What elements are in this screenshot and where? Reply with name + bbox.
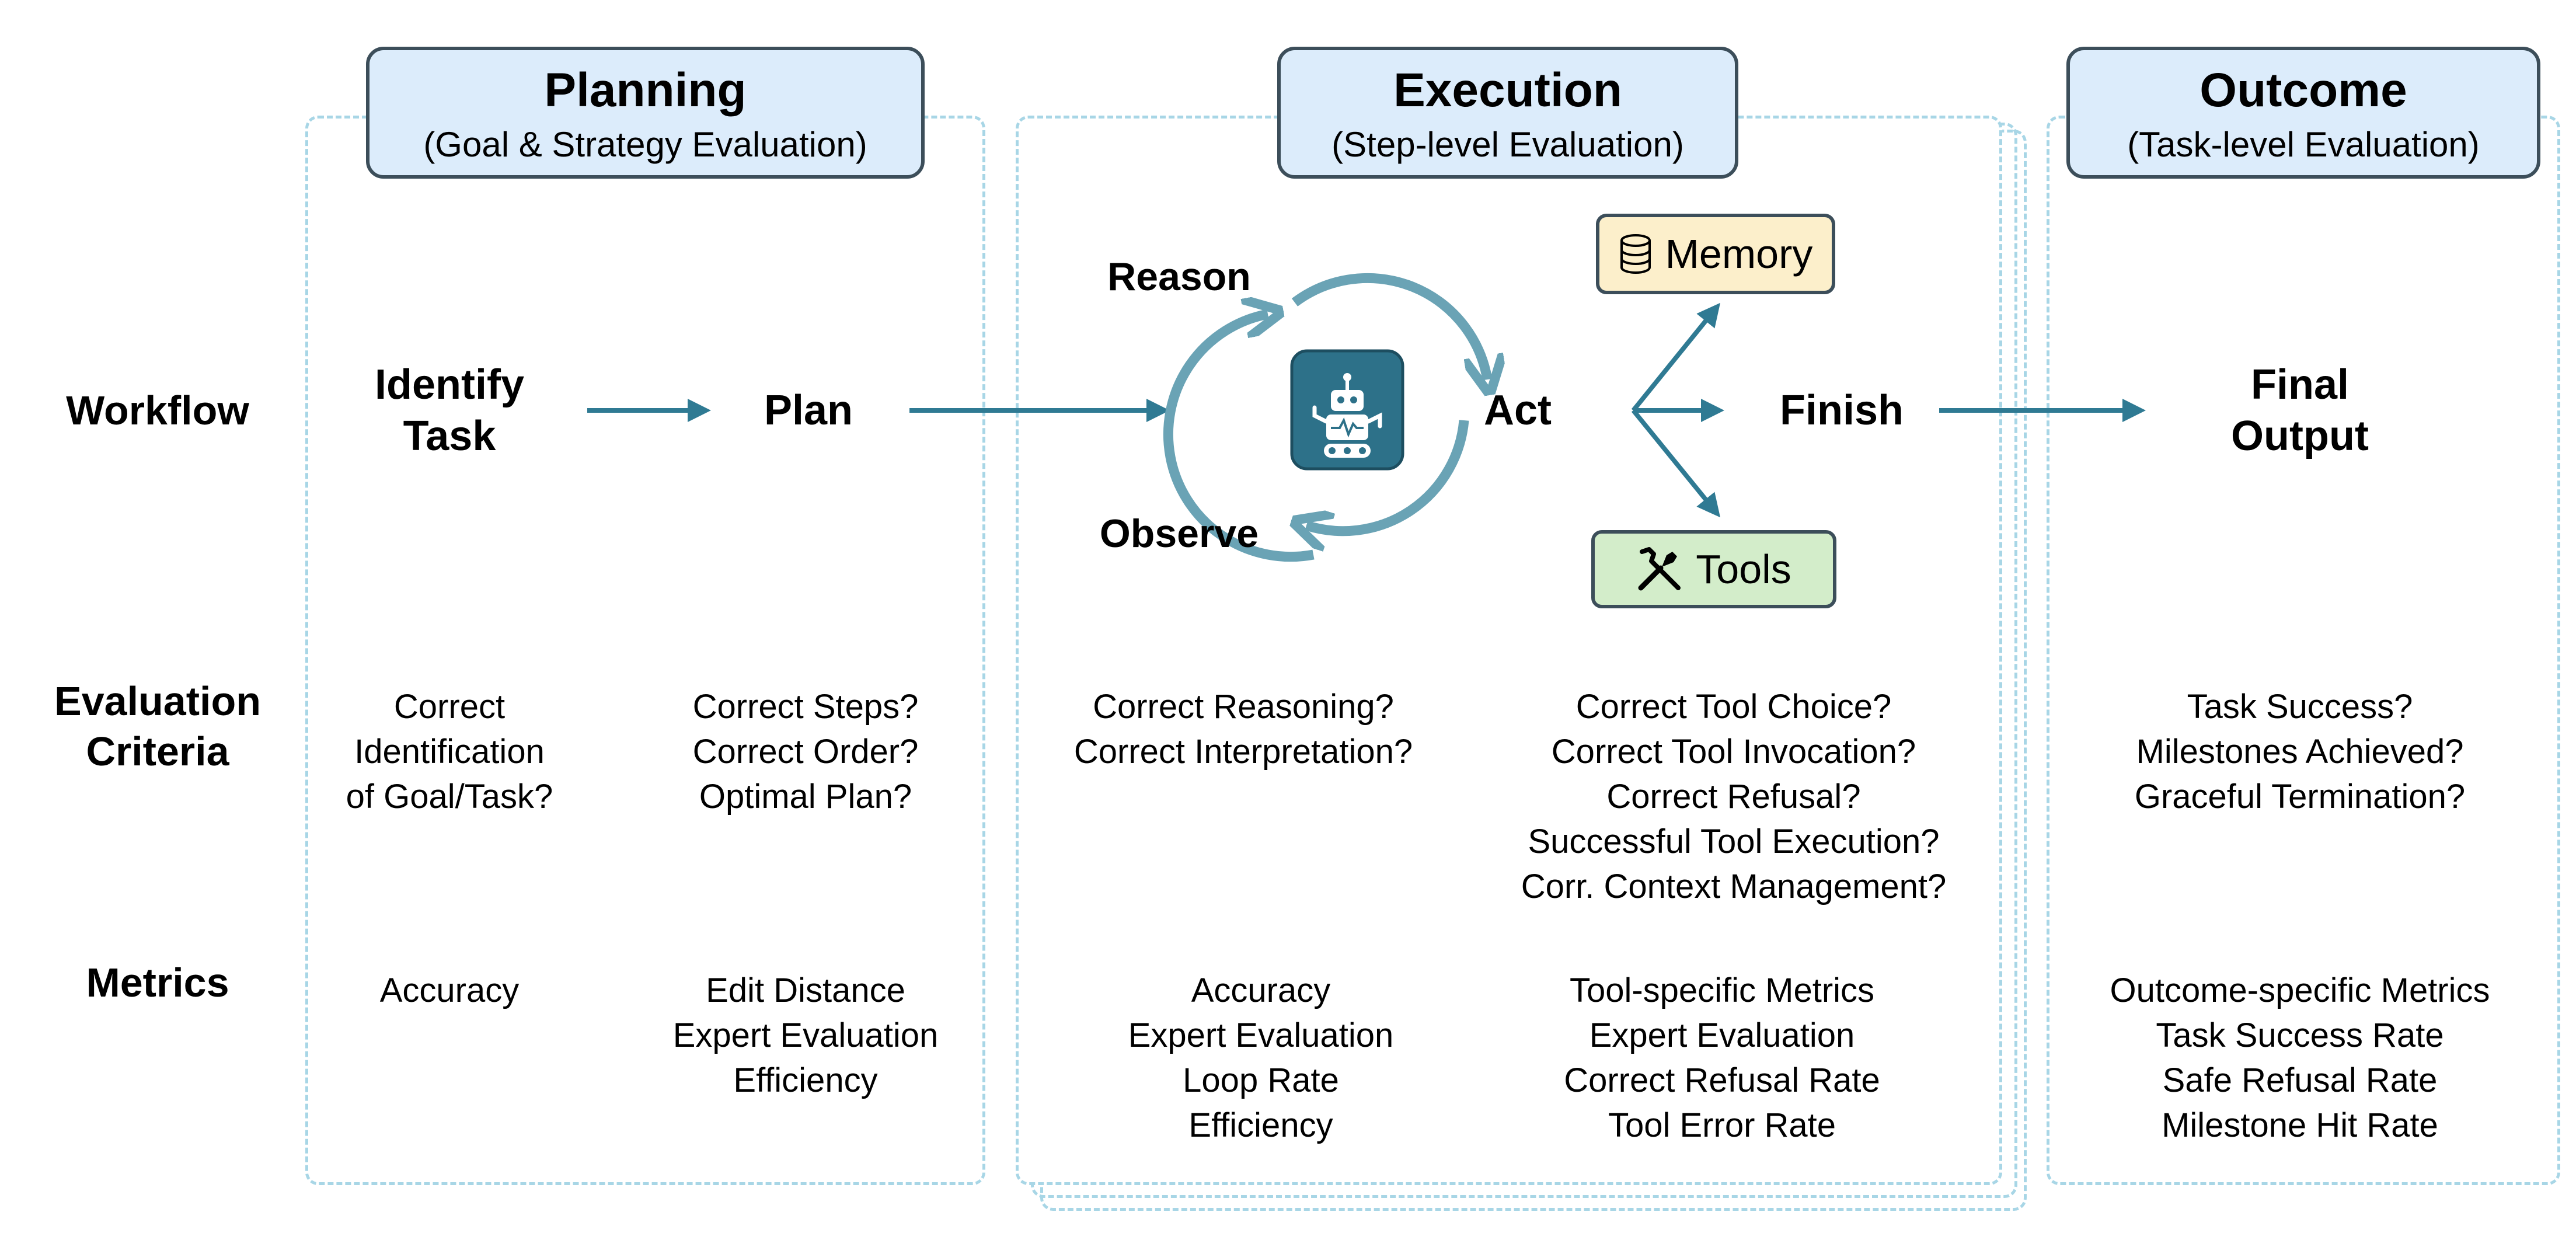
criteria-outcome: Task Success? Milestones Achieved? Grace… xyxy=(2078,684,2522,819)
robot-icon xyxy=(1290,349,1404,471)
outcome-header: Outcome (Task-level Evaluation) xyxy=(2066,47,2540,179)
list-item: Milestones Achieved? xyxy=(2136,733,2464,771)
node-act: Act xyxy=(1483,387,1552,434)
arrow-act-to-tools xyxy=(1631,409,1721,518)
cycle-arc-left xyxy=(1163,314,1315,562)
list-item: Tool Error Rate xyxy=(1608,1106,1836,1144)
metrics-plan: Edit Distance Expert Evaluation Efficien… xyxy=(660,968,951,1103)
list-item: Corr. Context Management? xyxy=(1521,868,1947,905)
list-item: Correct Refusal Rate xyxy=(1564,1061,1880,1099)
list-item: Outcome-specific Metrics xyxy=(2110,971,2490,1009)
node-final-output: Final Output xyxy=(2231,361,2369,459)
criteria-reason: Correct Reasoning? Correct Interpretatio… xyxy=(1039,684,1448,774)
list-item: Correct Interpretation? xyxy=(1073,733,1413,771)
list-item: Tool-specific Metrics xyxy=(1569,971,1875,1009)
tools-box: Tools xyxy=(1591,530,1836,608)
list-item: Milestone Hit Rate xyxy=(2162,1106,2438,1144)
cycle-arc-right xyxy=(1306,420,1469,531)
planning-header: Planning (Goal & Strategy Evaluation) xyxy=(366,47,925,179)
list-item: Optimal Plan? xyxy=(699,778,912,816)
tools-label: Tools xyxy=(1696,546,1791,592)
list-item: Identification xyxy=(354,733,545,771)
list-item: Task Success Rate xyxy=(2156,1016,2444,1054)
node-identify-task: Identify Task xyxy=(374,361,524,459)
list-item: Accuracy xyxy=(1191,971,1331,1009)
list-item: Efficiency xyxy=(1188,1106,1333,1144)
list-item: Loop Rate xyxy=(1183,1061,1339,1099)
execution-header: Execution (Step-level Evaluation) xyxy=(1277,47,1738,179)
memory-label: Memory xyxy=(1665,231,1813,277)
memory-box: Memory xyxy=(1596,214,1835,294)
list-item: Correct Steps? xyxy=(692,688,919,726)
criteria-identify: Correct Identification of Goal/Task? xyxy=(315,684,584,819)
list-item: Correct Reasoning? xyxy=(1093,688,1394,726)
metrics-identify: Accuracy xyxy=(315,968,584,1013)
list-item: Efficiency xyxy=(733,1061,878,1099)
node-reason: Reason xyxy=(1107,255,1251,299)
list-item: Expert Evaluation xyxy=(672,1016,939,1054)
database-icon xyxy=(1619,234,1653,274)
row-label-workflow: Workflow xyxy=(66,388,249,433)
wrench-screwdriver-icon xyxy=(1636,546,1683,593)
list-item: Correct Tool Choice? xyxy=(1575,688,1892,726)
execution-title: Execution xyxy=(1393,64,1622,117)
list-item: of Goal/Task? xyxy=(346,778,553,816)
list-item: Task Success? xyxy=(2187,688,2413,726)
planning-subtitle: (Goal & Strategy Evaluation) xyxy=(423,125,867,164)
criteria-plan: Correct Steps? Correct Order? Optimal Pl… xyxy=(660,684,951,819)
list-item: Accuracy xyxy=(379,971,520,1009)
execution-subtitle: (Step-level Evaluation) xyxy=(1331,125,1684,164)
node-plan: Plan xyxy=(764,387,853,434)
node-observe: Observe xyxy=(1099,511,1259,556)
node-finish: Finish xyxy=(1780,387,1904,434)
list-item: Graceful Termination? xyxy=(2134,778,2466,816)
list-item: Successful Tool Execution? xyxy=(1528,823,1940,861)
row-label-evaluation-criteria: Evaluation Criteria xyxy=(54,678,261,774)
execution-panel xyxy=(1016,116,2002,1185)
list-item: Expert Evaluation xyxy=(1589,1016,1855,1054)
criteria-act: Correct Tool Choice? Correct Tool Invoca… xyxy=(1471,684,1996,909)
planning-title: Planning xyxy=(544,64,747,117)
list-item: Edit Distance xyxy=(706,971,905,1009)
metrics-outcome: Outcome-specific Metrics Task Success Ra… xyxy=(2066,968,2533,1148)
list-item: Correct xyxy=(393,688,506,726)
outcome-title: Outcome xyxy=(2199,64,2407,117)
list-item: Correct Refusal? xyxy=(1606,778,1861,816)
row-label-metrics: Metrics xyxy=(86,960,229,1005)
outcome-subtitle: (Task-level Evaluation) xyxy=(2127,125,2480,164)
cycle-arc-top xyxy=(1291,273,1487,379)
list-item: Correct Tool Invocation? xyxy=(1551,733,1916,771)
list-item: Expert Evaluation xyxy=(1128,1016,1394,1054)
list-item: Safe Refusal Rate xyxy=(2162,1061,2438,1099)
list-item: Correct Order? xyxy=(692,733,919,771)
metrics-reason: Accuracy Expert Evaluation Loop Rate Eff… xyxy=(1068,968,1453,1148)
arrow-act-to-memory xyxy=(1631,302,1721,412)
metrics-act: Tool-specific Metrics Expert Evaluation … xyxy=(1494,968,1950,1148)
